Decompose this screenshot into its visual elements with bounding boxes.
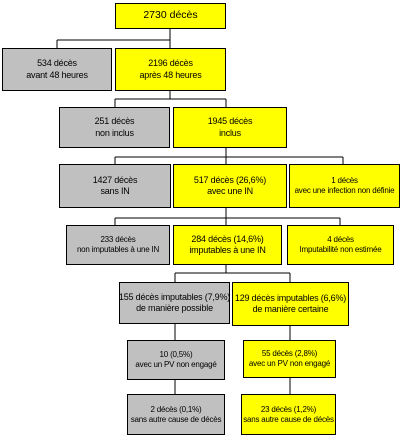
included-count: 1945 décès [207, 116, 253, 127]
undefined-infection-box: 1 décès avec une infection non définie [289, 164, 400, 208]
without-in-count: 1427 décès [92, 174, 138, 185]
deaths-after-48h-count: 2196 décès [148, 58, 193, 69]
not-attributable-desc: non imputables à une IN [76, 245, 160, 254]
certainly-attributable-count: 129 décès imputables (6,6%) [234, 292, 347, 303]
not-estimated-count: 4 décès [327, 235, 354, 244]
included-desc: inclus [219, 127, 241, 138]
no-other-cause-possible-desc: sans autre cause de décès [130, 414, 222, 424]
pv-not-engaged-possible-desc: avec un PV non engagé [135, 360, 217, 369]
included-box: 1945 décès inclus [173, 107, 287, 148]
deaths-before-48h-desc: avant 48 heures [26, 69, 88, 80]
total-deaths-label: 2730 décès [143, 9, 198, 22]
possibly-attributable-box: 155 décès imputables (7,9%) de manière p… [119, 282, 230, 324]
not-attributable-box: 233 décès non imputables à une IN [66, 225, 170, 265]
not-included-box: 251 décès non inclus [59, 107, 170, 148]
no-other-cause-certain-desc: sans autre cause de décès [243, 414, 334, 424]
deaths-after-48h-box: 2196 décès après 48 heures [115, 48, 226, 91]
pv-not-engaged-possible-count: 10 (0,5%) [159, 350, 193, 359]
deaths-before-48h-count: 534 décès [37, 58, 77, 69]
pv-not-engaged-certain-box: 55 décès (2,8%) avec un PV non engagé [243, 340, 336, 378]
no-other-cause-possible-box: 2 décès (0,1%) sans autre cause de décès [127, 394, 225, 435]
not-estimated-box: 4 décès Imputabilité non estimée [287, 225, 394, 265]
total-deaths-box: 2730 décès [115, 3, 226, 29]
undefined-infection-desc: avec une infection non définie [294, 186, 395, 195]
attributable-count: 284 décès (14,6%) [191, 233, 264, 244]
attributable-box: 284 décès (14,6%) imputables à une IN [173, 225, 282, 265]
pv-not-engaged-certain-count: 55 décès (2,8%) [261, 349, 318, 358]
without-in-box: 1427 décès sans IN [59, 164, 171, 208]
not-estimated-desc: Imputabilité non estimée [299, 245, 382, 254]
certainly-attributable-desc: de manière certaine [252, 304, 329, 314]
no-other-cause-certain-box: 23 décès (1,2%) sans autre cause de décè… [241, 394, 336, 435]
no-other-cause-certain-count: 23 décès (1,2%) [260, 404, 317, 414]
undefined-infection-count: 1 décès [331, 176, 358, 185]
pv-not-engaged-possible-box: 10 (0,5%) avec un PV non engagé [127, 340, 225, 380]
not-included-count: 251 décès [94, 116, 135, 127]
possibly-attributable-count: 155 décès imputables (7,9%) [118, 291, 231, 302]
deaths-before-48h-box: 534 décès avant 48 heures [2, 48, 112, 91]
attributable-desc: imputables à une IN [189, 245, 266, 255]
not-included-desc: non inclus [95, 127, 134, 138]
certainly-attributable-box: 129 décès imputables (6,6%) de manière c… [232, 282, 349, 326]
not-attributable-count: 233 décès [100, 235, 136, 244]
with-in-desc: avec une IN [207, 186, 253, 196]
no-other-cause-possible-count: 2 décès (0,1%) [150, 404, 202, 414]
with-in-count: 517 décès (26,6%) [193, 174, 267, 185]
deaths-after-48h-desc: après 48 heures [139, 69, 202, 80]
pv-not-engaged-certain-desc: avec un PV non engagé [248, 359, 331, 368]
with-in-box: 517 décès (26,6%) avec une IN [173, 164, 287, 208]
without-in-desc: sans IN [100, 186, 130, 196]
possibly-attributable-desc: de manière possible [136, 303, 213, 313]
